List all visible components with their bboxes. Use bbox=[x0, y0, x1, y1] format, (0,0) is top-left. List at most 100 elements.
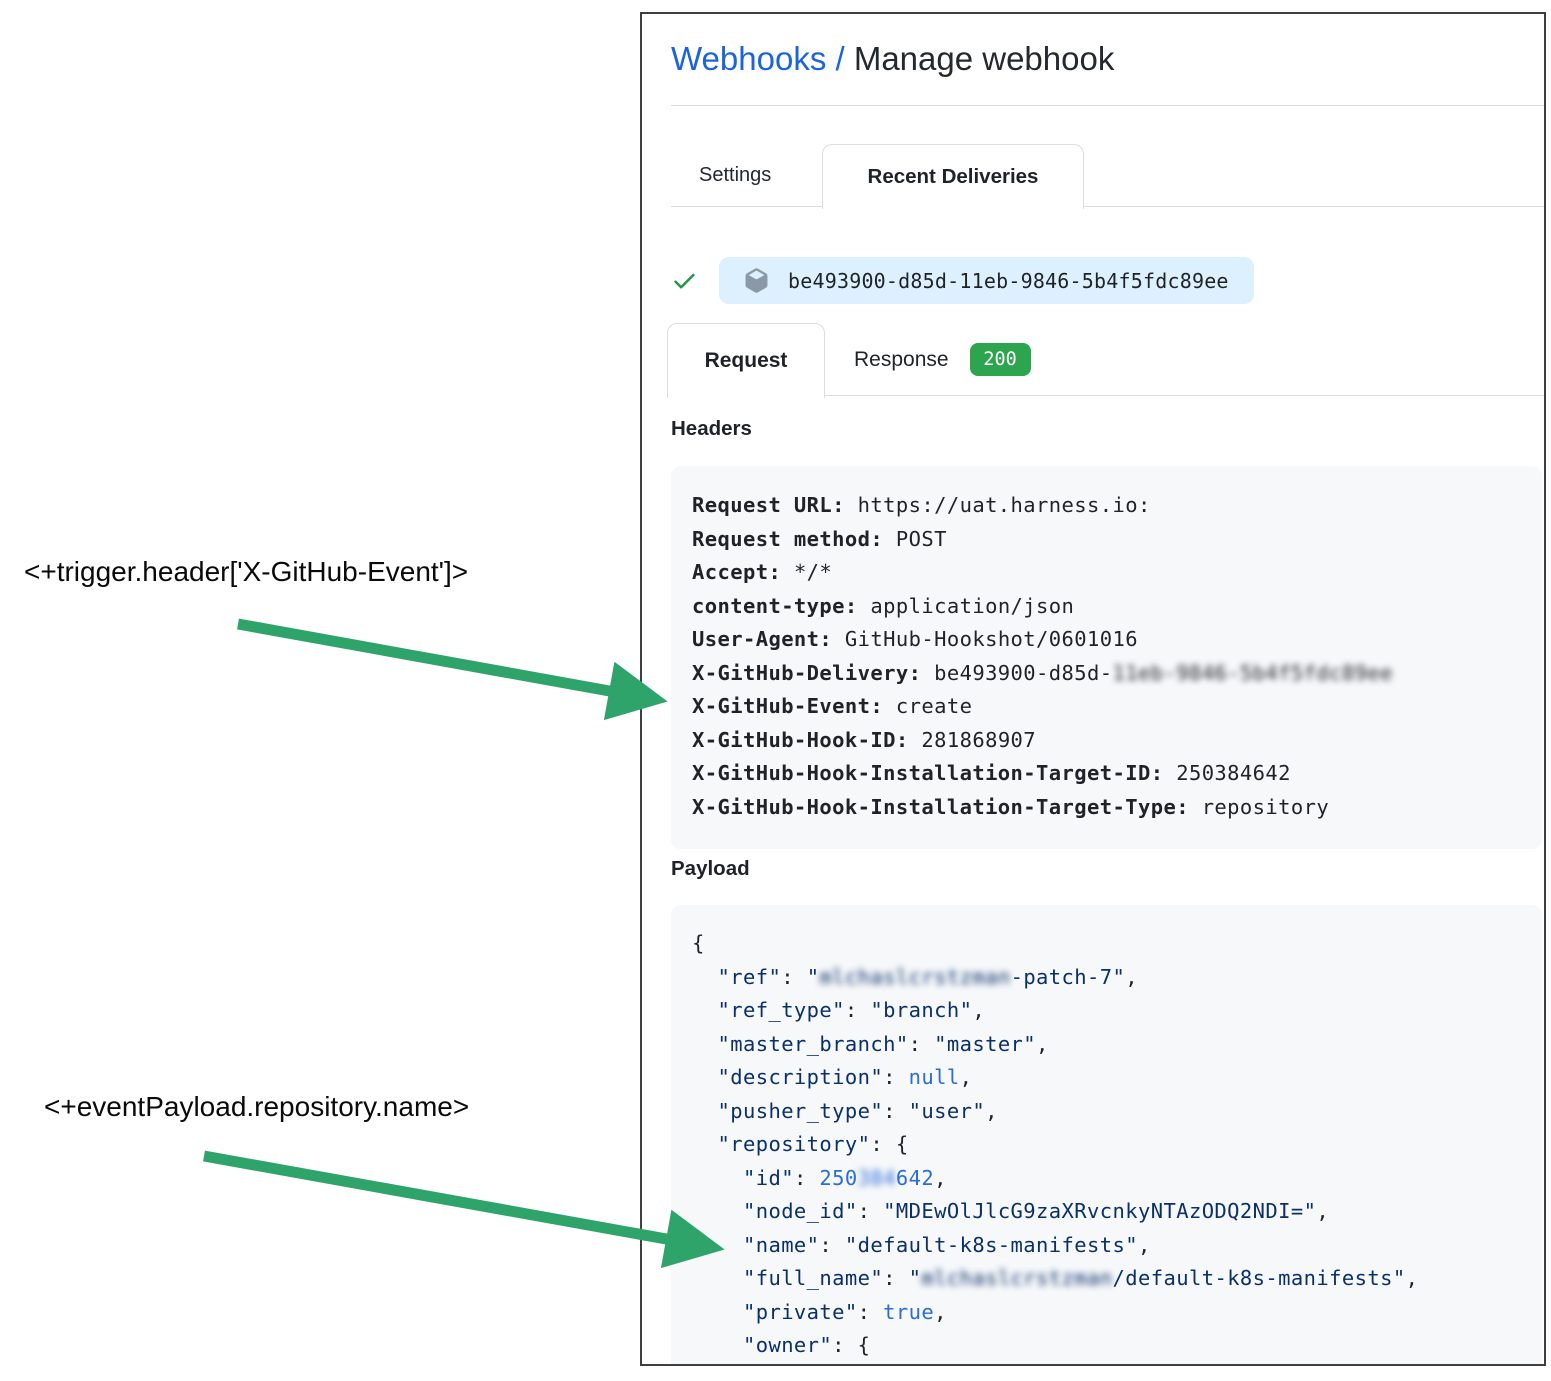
headers-code-box: Request URL: https://uat.harness.io:Requ… bbox=[671, 466, 1542, 849]
header-value: https://uat.harness.io: bbox=[844, 493, 1151, 517]
subtabbar-underline bbox=[671, 395, 1544, 396]
webhook-panel: Webhooks / Manage webhook Settings Recen… bbox=[640, 12, 1546, 1366]
payload-token: " bbox=[806, 964, 820, 989]
header-value: GitHub-Hookshot/0601016 bbox=[832, 627, 1138, 651]
payload-token bbox=[692, 1233, 743, 1257]
payload-token bbox=[692, 1032, 717, 1056]
title-divider bbox=[671, 105, 1544, 106]
payload-token: , bbox=[934, 1299, 947, 1324]
payload-token: /default-k8s-manifests" bbox=[1112, 1266, 1406, 1290]
payload-token bbox=[692, 1300, 743, 1324]
payload-token: , bbox=[1316, 1199, 1330, 1223]
payload-token: "name" bbox=[742, 1232, 820, 1257]
header-value: 250384642 bbox=[1163, 761, 1291, 785]
payload-token bbox=[692, 1166, 743, 1190]
header-name: Request URL: bbox=[692, 493, 845, 517]
tab-recent-deliveries[interactable]: Recent Deliveries bbox=[822, 144, 1084, 209]
request-response-tabbar: Request Response 200 bbox=[667, 323, 1544, 398]
payload-token: " bbox=[908, 1266, 922, 1290]
payload-token: "user" bbox=[908, 1098, 986, 1123]
header-name: X-GitHub-Delivery: bbox=[692, 660, 922, 685]
payload-token: : bbox=[883, 1098, 909, 1123]
payload-token: "description" bbox=[717, 1065, 884, 1089]
header-line: X-GitHub-Hook-Installation-Target-Type: … bbox=[692, 791, 1542, 825]
header-line: X-GitHub-Hook-ID: 281868907 bbox=[692, 724, 1542, 758]
payload-token bbox=[692, 1132, 717, 1156]
payload-line: "repository": { bbox=[692, 1128, 1542, 1162]
header-name: content-type: bbox=[692, 593, 858, 618]
payload-line: { bbox=[692, 927, 1542, 961]
response-label: Response bbox=[854, 347, 949, 371]
payload-token: , bbox=[959, 1065, 973, 1089]
payload-token: null bbox=[908, 1065, 960, 1089]
payload-token: "branch" bbox=[870, 998, 973, 1022]
payload-line: "ref_type": "branch", bbox=[692, 994, 1542, 1028]
payload-token: "pusher_type" bbox=[717, 1098, 884, 1123]
delivery-guid: be493900-d85d-11eb-9846-5b4f5fdc89ee bbox=[788, 268, 1229, 293]
webhooks-breadcrumb-link[interactable]: Webhooks / bbox=[671, 40, 854, 77]
annotation-trigger-header-expression: <+trigger.header['X-GitHub-Event']> bbox=[24, 556, 469, 587]
tab-settings[interactable]: Settings bbox=[699, 164, 772, 186]
payload-token: "default-k8s-manifests" bbox=[844, 1232, 1138, 1257]
header-line: User-Agent: GitHub-Hookshot/0601016 bbox=[692, 623, 1542, 657]
payload-line: "ref": "mlchaslcrstzman-patch-7", bbox=[692, 961, 1542, 995]
payload-token: "master" bbox=[934, 1031, 1037, 1056]
header-name: Accept: bbox=[692, 560, 782, 584]
payload-token: : bbox=[819, 1232, 845, 1257]
tab-request[interactable]: Request bbox=[667, 323, 825, 398]
payload-line: "description": null, bbox=[692, 1061, 1542, 1095]
payload-token: "ref" bbox=[717, 964, 782, 989]
page-title: Webhooks / Manage webhook bbox=[671, 40, 1114, 78]
success-check-icon bbox=[674, 273, 695, 289]
payload-line: "private": true, bbox=[692, 1296, 1542, 1330]
payload-line: "node_id": "MDEwOlJlcG9zaXRvcnkyNTAzODQ2… bbox=[692, 1195, 1542, 1229]
headers-heading: Headers bbox=[671, 417, 752, 440]
payload-token: "full_name" bbox=[742, 1266, 884, 1290]
tab-response[interactable]: Response 200 bbox=[854, 323, 1031, 396]
header-name: X-GitHub-Hook-ID: bbox=[692, 727, 909, 752]
header-name: X-GitHub-Hook-Installation-Target-ID: bbox=[692, 761, 1164, 785]
headers-lines: Request URL: https://uat.harness.io:Requ… bbox=[692, 489, 1542, 824]
delivery-row: be493900-d85d-11eb-9846-5b4f5fdc89ee bbox=[671, 257, 1254, 304]
payload-token: : bbox=[883, 1266, 909, 1290]
payload-token bbox=[692, 1199, 743, 1223]
payload-token: true bbox=[883, 1299, 935, 1324]
payload-token bbox=[692, 1065, 717, 1089]
payload-line: "id": 250384642, bbox=[692, 1162, 1542, 1196]
payload-lines: { "ref": "mlchaslcrstzman-patch-7", "ref… bbox=[692, 927, 1542, 1363]
payload-token: : { bbox=[870, 1132, 909, 1156]
payload-token: : bbox=[844, 998, 871, 1022]
payload-token: "MDEwOlJlcG9zaXRvcnkyNTAzODQ2NDI=" bbox=[883, 1199, 1317, 1223]
status-badge: 200 bbox=[969, 343, 1031, 376]
payload-line: "pusher_type": "user", bbox=[692, 1095, 1542, 1129]
payload-token: "repository" bbox=[717, 1132, 871, 1156]
payload-line: "name": "default-k8s-manifests", bbox=[692, 1229, 1542, 1263]
payload-token: , bbox=[1036, 1031, 1049, 1056]
header-value-redacted: 11eb-9846-5b4f5fdc89ee bbox=[1112, 660, 1393, 685]
arrow-to-x-github-event bbox=[237, 618, 668, 721]
header-line: Accept: */* bbox=[692, 556, 1542, 590]
payload-token bbox=[692, 1266, 743, 1290]
payload-token: "owner" bbox=[742, 1333, 833, 1357]
payload-code-box: { "ref": "mlchaslcrstzman-patch-7", "ref… bbox=[671, 905, 1542, 1364]
header-value: POST bbox=[883, 526, 947, 551]
payload-token: -patch-7" bbox=[1010, 964, 1126, 989]
payload-token: : bbox=[781, 964, 807, 989]
payload-token bbox=[692, 998, 717, 1022]
header-value: application/json bbox=[857, 593, 1075, 618]
payload-token bbox=[692, 965, 717, 989]
header-line: content-type: application/json bbox=[692, 590, 1542, 624]
payload-token-redacted: mlchaslcrstzman bbox=[819, 964, 1011, 989]
payload-token: "node_id" bbox=[742, 1199, 858, 1223]
delivery-guid-pill[interactable]: be493900-d85d-11eb-9846-5b4f5fdc89ee bbox=[719, 257, 1254, 304]
arrow-to-repository-name bbox=[203, 1150, 725, 1269]
header-line: X-GitHub-Hook-Installation-Target-ID: 25… bbox=[692, 757, 1542, 791]
payload-token bbox=[692, 1333, 743, 1357]
annotation-event-payload-expression: <+eventPayload.repository.name> bbox=[44, 1091, 470, 1122]
header-line: X-GitHub-Event: create bbox=[692, 690, 1542, 724]
header-name: User-Agent: bbox=[692, 627, 833, 651]
header-value: */* bbox=[781, 560, 833, 584]
payload-token: "id" bbox=[742, 1165, 794, 1190]
header-line: Request URL: https://uat.harness.io: bbox=[692, 489, 1542, 523]
package-icon bbox=[745, 268, 768, 293]
